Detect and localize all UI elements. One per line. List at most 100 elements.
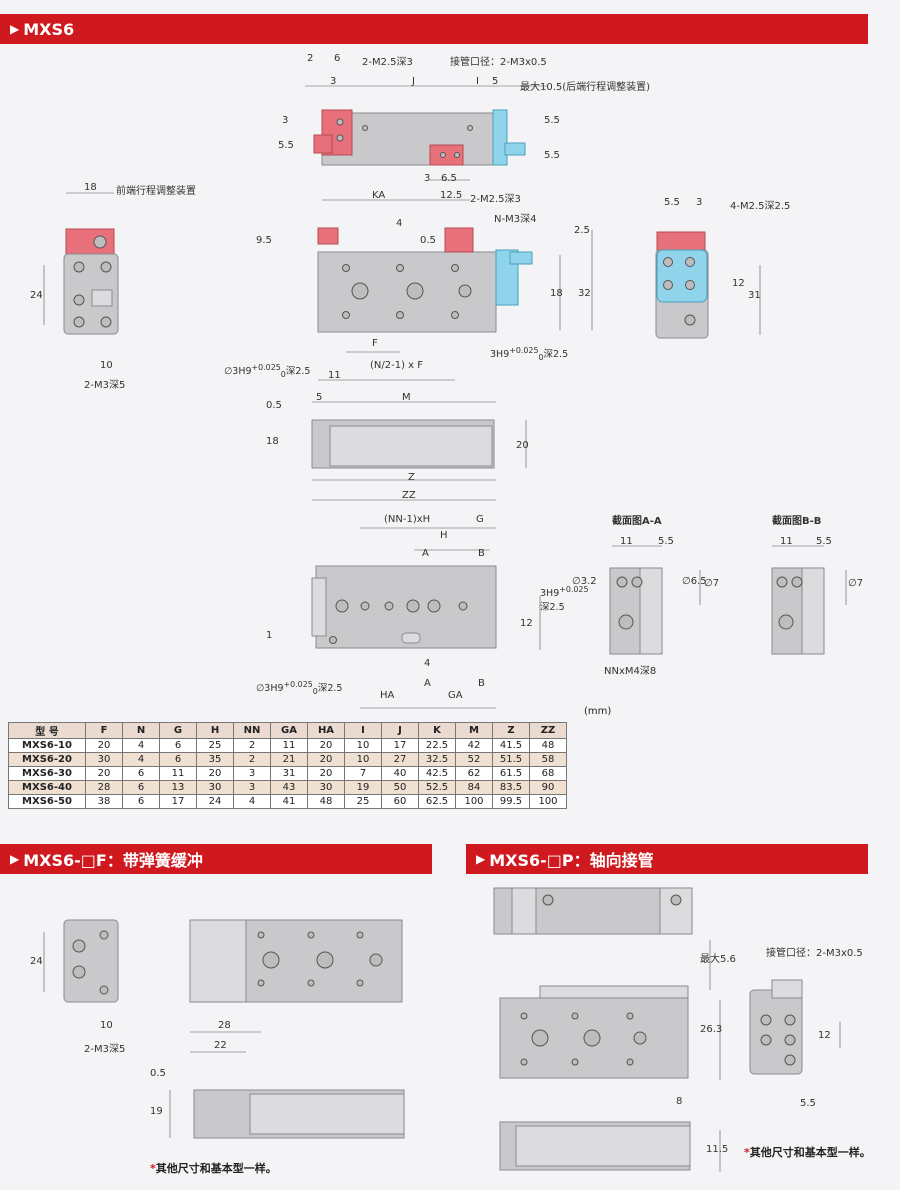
table-cell: 35 xyxy=(196,752,234,767)
star-icon: * xyxy=(744,1146,750,1159)
table-cell: 20 xyxy=(196,766,234,781)
dim-label: 18 xyxy=(84,182,97,193)
top-view-drawing xyxy=(305,85,548,201)
label-hole-phi3-b: ∅3H9+0.0250深2.5 xyxy=(256,680,343,697)
dim-label: 5.5 xyxy=(544,150,560,161)
label-nf-formula: (N/2-1) x F xyxy=(370,360,424,371)
table-cell: 20 xyxy=(307,752,345,767)
f-note: *其他尺寸和基本型一样。 xyxy=(150,1162,277,1175)
section-bb-drawing xyxy=(771,545,847,655)
f-plan-view-drawing xyxy=(189,919,403,1053)
table-cell: 83.5 xyxy=(492,780,530,795)
dim-label: H xyxy=(440,530,448,541)
table-cell: 48 xyxy=(529,738,567,753)
model-cell: MXS6-50 xyxy=(8,794,86,809)
dim-label: 5.5 xyxy=(816,536,832,547)
p-end-view-drawing xyxy=(749,979,841,1075)
dim-label: 12 xyxy=(818,1030,831,1041)
dim-label: 28 xyxy=(218,1020,231,1031)
table-cell: 61.5 xyxy=(492,766,530,781)
dim-label: 5.5 xyxy=(664,197,680,208)
col-header: H xyxy=(196,722,234,739)
dim-label: 24 xyxy=(30,956,43,967)
table-cell: 41.5 xyxy=(492,738,530,753)
table-cell: 62.5 xyxy=(418,794,456,809)
table-cell: 4 xyxy=(233,794,271,809)
table-cell: 30 xyxy=(85,752,123,767)
table-cell: 20 xyxy=(85,738,123,753)
triangle-icon: ▶ xyxy=(10,852,20,866)
table-cell: 6 xyxy=(122,780,160,795)
col-header: HA xyxy=(307,722,345,739)
section-header-f: ▶MXS6-□F：带弹簧缓冲 xyxy=(0,844,432,874)
dim-label: 1 xyxy=(266,630,273,641)
section-header-mxs6: ▶MXS6 xyxy=(0,14,868,44)
p-plan-view-drawing xyxy=(499,940,721,1080)
model-cell: MXS6-20 xyxy=(8,752,86,767)
label-2m25: 2-M2.5深3 xyxy=(362,57,413,68)
label-2m3: 2-M3深5 xyxy=(84,380,126,391)
dim-label: A xyxy=(422,548,429,559)
dim-label: F xyxy=(372,338,378,349)
dim-label: 5 xyxy=(316,392,323,403)
right-end-view-drawing xyxy=(655,231,761,339)
label-2m25b: 2-M2.5深3 xyxy=(470,194,521,205)
dim-label: 11.5 xyxy=(706,1144,729,1155)
table-cell: 22.5 xyxy=(418,738,456,753)
dim-label: 31 xyxy=(748,290,761,301)
col-header: G xyxy=(159,722,197,739)
table-cell: 7 xyxy=(344,766,382,781)
dim-label: 2.5 xyxy=(574,225,590,236)
dim-label: 0.5 xyxy=(266,400,282,411)
dim-label: 24 xyxy=(30,290,43,301)
dim-label: 3 xyxy=(330,76,337,87)
section-header-p: ▶MXS6-□P：轴向接管 xyxy=(466,844,868,874)
table-cell: 51.5 xyxy=(492,752,530,767)
table-cell: 3 xyxy=(233,766,271,781)
col-header: J xyxy=(381,722,419,739)
table-cell: 19 xyxy=(344,780,382,795)
dim-label: B xyxy=(478,548,485,559)
table-cell: 52 xyxy=(455,752,493,767)
table-cell: 17 xyxy=(381,738,419,753)
dim-label: 11 xyxy=(780,536,793,547)
star-icon: * xyxy=(150,1162,156,1175)
dim-label: A xyxy=(424,678,431,689)
label-front-adj: 前端行程调整装置 xyxy=(116,186,196,197)
table-cell: 4 xyxy=(122,738,160,753)
dim-label: 5.5 xyxy=(800,1098,816,1109)
table-cell: 20 xyxy=(307,738,345,753)
dim-label: 3 xyxy=(424,173,431,184)
dim-label: 2 xyxy=(307,53,314,64)
label-port-p: 接管口径：2-M3x0.5 xyxy=(766,948,863,959)
table-cell: 58 xyxy=(529,752,567,767)
dim-label: 19 xyxy=(150,1106,163,1117)
label-phi65: ∅6.5 xyxy=(682,576,707,587)
dim-label: 3 xyxy=(696,197,703,208)
dim-label: 12.5 xyxy=(440,190,463,201)
table-cell: 21 xyxy=(270,752,308,767)
table-cell: 6 xyxy=(159,752,197,767)
side-view-drawing xyxy=(311,401,527,501)
label-hole-3h9-b: 3H9+0.025深2.5 xyxy=(540,585,589,614)
table-cell: 6 xyxy=(122,766,160,781)
dim-label: 5 xyxy=(492,76,499,87)
label-phi7-b: ∅7 xyxy=(848,578,864,589)
table-cell: 30 xyxy=(196,780,234,795)
table-cell: 62 xyxy=(455,766,493,781)
plan-view-drawing xyxy=(317,227,593,381)
label-2m3-f: 2-M3深5 xyxy=(84,1044,126,1055)
table-cell: 20 xyxy=(85,766,123,781)
table-unit: (mm) xyxy=(584,706,612,717)
col-header: N xyxy=(122,722,160,739)
left-end-view-drawing xyxy=(43,192,119,335)
label-section-aa: 截面图A-A xyxy=(612,516,662,527)
spec-table: 型 号 F N G H NN GA HA I J K M Z ZZ MXS6-1… xyxy=(8,722,567,809)
dim-label: 20 xyxy=(516,440,529,451)
p-side-view-drawing xyxy=(499,1121,721,1172)
label-port: 接管口径：2-M3x0.5 xyxy=(450,57,547,68)
section-title: MXS6 xyxy=(23,19,75,39)
